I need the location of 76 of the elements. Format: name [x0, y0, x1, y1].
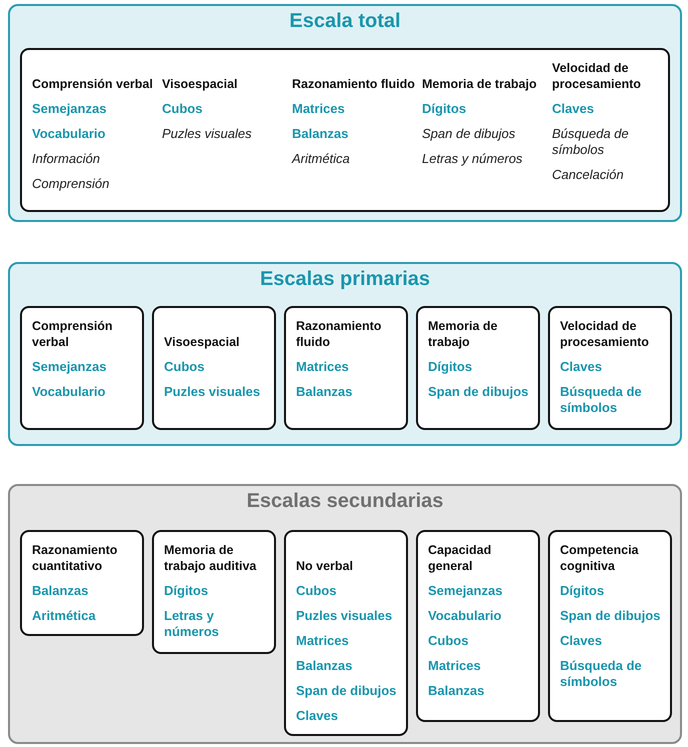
subtest-name: Balanzas: [428, 683, 486, 699]
subtest-name: Búsqueda de símbolos: [560, 384, 643, 416]
subtest-name: Vocabulario: [32, 126, 106, 142]
subtest-name: Puzles visuales: [162, 126, 253, 142]
index-heading: Visoespacial: [162, 76, 239, 92]
index-heading: Razonamiento cuantitativo: [32, 542, 118, 574]
subtest-name: Semejanzas: [32, 101, 108, 117]
index-heading: Memoria de trabajo: [428, 318, 498, 350]
subtest-name: Comprensión: [32, 176, 110, 192]
subtest-name: Semejanzas: [428, 583, 504, 599]
subtest-name: Span de dibujos: [422, 126, 516, 142]
subtest-name: Cubos: [164, 359, 206, 375]
panel-title: Escalas secundarias: [246, 490, 444, 513]
subtest-name: Cubos: [428, 633, 470, 649]
subtest-name: Vocabulario: [32, 384, 106, 400]
subtest-name: Balanzas: [296, 384, 354, 400]
index-heading: Velocidad de procesamiento: [560, 318, 650, 350]
index-heading: Memoria de trabajo auditiva: [164, 542, 258, 574]
subtest-name: Span de dibujos: [560, 608, 662, 624]
subtest-name: Matrices: [292, 101, 346, 117]
subtest-name: Span de dibujos: [428, 384, 530, 400]
index-box: [548, 306, 672, 430]
index-box: [284, 306, 408, 430]
panel-title: Escalas primarias: [258, 268, 432, 291]
subtest-name: Claves: [560, 633, 603, 649]
index-box: [20, 530, 144, 636]
index-table-box: [20, 48, 670, 212]
scale-panel: [8, 262, 682, 446]
index-box: [548, 530, 672, 722]
index-heading: No verbal: [296, 558, 354, 574]
subtest-name: Balanzas: [296, 658, 354, 674]
index-box: [416, 306, 540, 430]
subtest-name: Matrices: [296, 633, 350, 649]
scale-panel: [8, 4, 682, 222]
index-box: [416, 530, 540, 722]
index-box: [284, 530, 408, 736]
subtest-name: Dígitos: [560, 583, 606, 599]
subtest-name: Cubos: [296, 583, 338, 599]
index-heading: Capacidad general: [428, 542, 492, 574]
subtest-name: Semejanzas: [32, 359, 108, 375]
index-heading: Comprensión verbal: [32, 76, 154, 92]
subtest-name: Span de dibujos: [296, 683, 398, 699]
subtest-name: Dígitos: [422, 101, 468, 117]
subtest-name: Cubos: [162, 101, 204, 117]
subtest-name: Claves: [296, 708, 339, 724]
index-heading: Velocidad de procesamiento: [552, 60, 642, 92]
index-heading: Visoespacial: [164, 334, 241, 350]
panel-title: Escala total: [288, 10, 402, 33]
index-box: [20, 306, 144, 430]
index-heading: Comprensión verbal: [32, 318, 114, 350]
subtest-name: Búsqueda de símbolos: [552, 126, 630, 158]
index-box: [152, 530, 276, 654]
subtest-name: Dígitos: [164, 583, 210, 599]
subtest-name: Cancelación: [552, 167, 625, 183]
subtest-name: Búsqueda de símbolos: [560, 658, 643, 690]
subtest-name: Balanzas: [32, 583, 90, 599]
subtest-name: Dígitos: [428, 359, 474, 375]
subtest-name: Aritmética: [32, 608, 97, 624]
index-box: [152, 306, 276, 430]
subtest-name: Vocabulario: [428, 608, 502, 624]
index-heading: Razonamiento fluido: [296, 318, 382, 350]
subtest-name: Claves: [560, 359, 603, 375]
subtest-name: Matrices: [428, 658, 482, 674]
subtest-name: Letras y números: [422, 151, 524, 167]
index-heading: Razonamiento fluido: [292, 76, 416, 92]
subtest-name: Información: [32, 151, 101, 167]
subtest-name: Puzles visuales: [296, 608, 394, 624]
subtest-name: Puzles visuales: [164, 384, 262, 400]
subtest-name: Letras y números: [164, 608, 220, 640]
subtest-name: Aritmética: [292, 151, 351, 167]
scale-panel: [8, 484, 682, 744]
index-heading: Competencia cognitiva: [560, 542, 640, 574]
subtest-name: Claves: [552, 101, 595, 117]
index-heading: Memoria de trabajo: [422, 76, 538, 92]
subtest-name: Balanzas: [292, 126, 350, 142]
subtest-name: Matrices: [296, 359, 350, 375]
